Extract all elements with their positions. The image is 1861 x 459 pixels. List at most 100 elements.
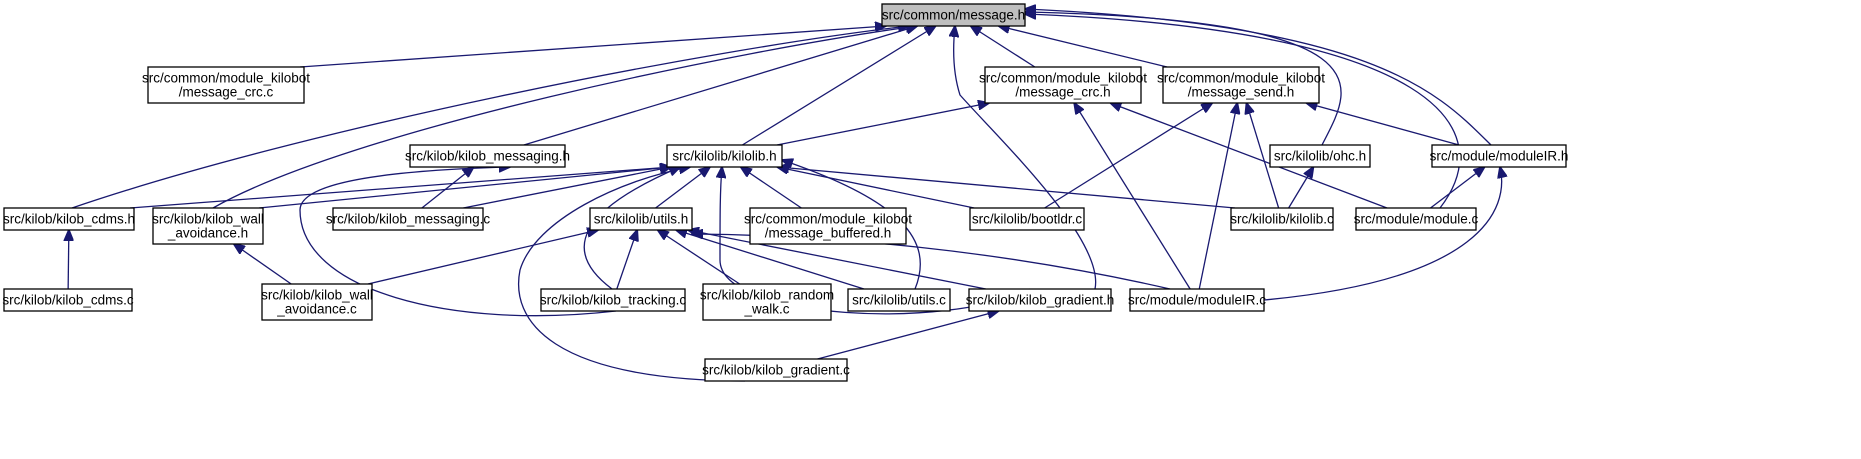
node-label: src/kilob/kilob_cdms.h — [3, 212, 135, 227]
node-message-crc-c[interactable]: src/common/module_kilobot/message_crc.c — [142, 66, 310, 104]
edge-kilob-gradient-c-to-kilolib-h — [518, 167, 746, 382]
node-label: src/module/moduleIR.h — [1430, 149, 1569, 164]
edge-message-crc-c-to-message-h — [299, 26, 886, 68]
node-box — [332, 207, 484, 231]
node-box — [881, 3, 1026, 27]
node-label: /message_send.h — [1188, 85, 1295, 100]
node-kilob-cdms-c[interactable]: src/kilob/kilob_cdms.c — [2, 288, 134, 312]
node-label: src/kilob/kilob_wall — [261, 288, 373, 303]
node-utils-h[interactable]: src/kilolib/utils.h — [589, 207, 693, 231]
node-label: src/common/module_kilobot — [1157, 71, 1325, 86]
node-kilob-random-walk-c[interactable]: src/kilob/kilob_random_walk.c — [700, 283, 834, 321]
edge-kilolib-c-to-message-send-h — [1247, 103, 1280, 209]
node-box — [704, 358, 848, 382]
node-bootldr-c[interactable]: src/kilolib/bootldr.c — [969, 207, 1085, 231]
edge-message-buffered-h-to-kilolib-h — [741, 167, 802, 209]
edge-module-c-to-moduleIR-h — [1430, 167, 1484, 209]
node-kilob-tracking-c[interactable]: src/kilob/kilob_tracking.c — [540, 288, 687, 312]
node-label: src/kilolib/ohc.h — [1274, 149, 1366, 164]
edge-moduleIR-h-to-message-send-h — [1306, 103, 1460, 146]
node-kilob-messaging-h[interactable]: src/kilob/kilob_messaging.h — [405, 144, 570, 168]
node-box — [1355, 207, 1477, 231]
node-box — [1269, 144, 1371, 168]
edge-utils-h-to-kilolib-h — [655, 167, 710, 209]
edge-moduleIR-h-to-message-h — [1025, 9, 1492, 146]
node-label: src/module/moduleIR.c — [1128, 293, 1266, 308]
node-label: _avoidance.h — [167, 226, 248, 241]
edge-kilob-gradient-c-to-kilob-gradient-h — [817, 311, 998, 360]
edge-kilob-tracking-c-to-kilob-messaging-h — [299, 167, 617, 317]
edge-kilob-tracking-c-to-utils-h — [616, 230, 637, 290]
node-label: src/kilob/kilob_messaging.c — [326, 212, 491, 227]
node-box — [409, 144, 566, 168]
node-kilob-wall-avoidance-c[interactable]: src/kilob/kilob_wall_avoidance.c — [261, 283, 373, 321]
node-box — [968, 288, 1112, 312]
node-label: src/kilolib/bootldr.c — [972, 212, 1083, 227]
node-label: src/kilob/kilob_wall — [152, 212, 264, 227]
node-kilob-gradient-c[interactable]: src/kilob/kilob_gradient.c — [702, 358, 850, 382]
node-moduleIR-c[interactable]: src/module/moduleIR.c — [1128, 288, 1266, 312]
node-box — [3, 288, 133, 312]
node-label: /message_crc.c — [179, 85, 274, 100]
node-kilob-gradient-h[interactable]: src/kilob/kilob_gradient.h — [966, 288, 1115, 312]
node-label: src/kilob/kilob_gradient.h — [966, 293, 1115, 308]
edge-kilob-gradient-h-to-message-h — [954, 26, 1097, 290]
node-ohc-h[interactable]: src/kilolib/ohc.h — [1269, 144, 1371, 168]
edge-utils-c-to-utils-h — [676, 230, 865, 290]
edge-message-crc-h-to-message-h — [971, 26, 1036, 68]
node-message-crc-h[interactable]: src/common/module_kilobot/message_crc.h — [979, 66, 1147, 104]
node-box — [540, 288, 686, 312]
node-box — [261, 283, 373, 321]
edge-moduleIR-c-to-moduleIR-h — [1263, 167, 1502, 301]
node-box — [984, 66, 1142, 104]
edge-kilob-wall-avoidance-c-to-kilob-wall-avoidance-h — [234, 244, 292, 285]
node-label: src/kilolib/utils.h — [594, 212, 689, 227]
edge-kilob-gradient-h-to-utils-h — [688, 230, 986, 290]
edge-message-send-h-to-message-h — [999, 26, 1168, 68]
edge-kilolib-h-to-message-crc-h — [776, 103, 989, 146]
node-message-buffered-h[interactable]: src/common/module_kilobot/message_buffer… — [744, 207, 912, 245]
node-moduleIR-h[interactable]: src/module/moduleIR.h — [1430, 144, 1569, 168]
node-box — [666, 144, 783, 168]
edge-kilob-cdms-h-to-message-h — [71, 26, 909, 209]
node-utils-c[interactable]: src/kilolib/utils.c — [847, 288, 951, 312]
node-label: src/common/message.h — [882, 8, 1025, 23]
node-box — [589, 207, 693, 231]
node-box — [749, 207, 907, 245]
node-label: _avoidance.c — [276, 302, 357, 317]
edge-kilob-wall-avoidance-h-to-kilolib-h — [258, 167, 671, 209]
node-kilolib-c[interactable]: src/kilolib/kilolib.c — [1230, 207, 1334, 231]
node-message-h[interactable]: src/common/message.h — [881, 3, 1026, 27]
node-label: src/kilob/kilob_cdms.c — [2, 293, 134, 308]
node-label: src/kilolib/kilolib.c — [1230, 212, 1334, 227]
node-label: src/kilob/kilob_messaging.h — [405, 149, 570, 164]
node-box — [152, 207, 264, 245]
edge-bootldr-c-to-message-send-h — [1044, 103, 1213, 209]
edge-kilob-messaging-h-to-message-h — [523, 26, 917, 146]
node-module-c[interactable]: src/module/module.c — [1354, 207, 1479, 231]
edge-moduleIR-c-to-message-crc-h — [1074, 103, 1191, 290]
node-box — [3, 207, 135, 231]
node-kilob-cdms-h[interactable]: src/kilob/kilob_cdms.h — [3, 207, 135, 231]
edge-moduleIR-c-to-message-send-h — [1198, 103, 1237, 290]
node-box — [1230, 207, 1334, 231]
node-box — [847, 288, 951, 312]
node-message-send-h[interactable]: src/common/module_kilobot/message_send.h — [1157, 66, 1325, 104]
node-kilob-messaging-c[interactable]: src/kilob/kilob_messaging.c — [326, 207, 491, 231]
node-kilob-wall-avoidance-h[interactable]: src/kilob/kilob_wall_avoidance.h — [152, 207, 264, 245]
edge-kilob-cdms-h-to-kilolib-h — [129, 167, 671, 209]
node-label: _walk.c — [743, 302, 789, 317]
node-label: src/kilob/kilob_tracking.c — [540, 293, 687, 308]
edge-module-c-to-message-h — [1025, 14, 1461, 209]
node-label: src/kilob/kilob_gradient.c — [702, 363, 850, 378]
node-box — [1129, 288, 1265, 312]
nodes-layer: src/common/message.h src/common/module_ki… — [2, 3, 1569, 382]
edge-kilob-wall-avoidance-h-to-message-h — [212, 26, 917, 209]
edge-kilob-cdms-c-to-kilob-cdms-h — [68, 230, 69, 290]
node-box — [1431, 144, 1567, 168]
node-kilolib-h[interactable]: src/kilolib/kilolib.h — [666, 144, 783, 168]
node-box — [702, 283, 832, 321]
node-label: src/common/module_kilobot — [744, 212, 912, 227]
node-box — [969, 207, 1085, 231]
